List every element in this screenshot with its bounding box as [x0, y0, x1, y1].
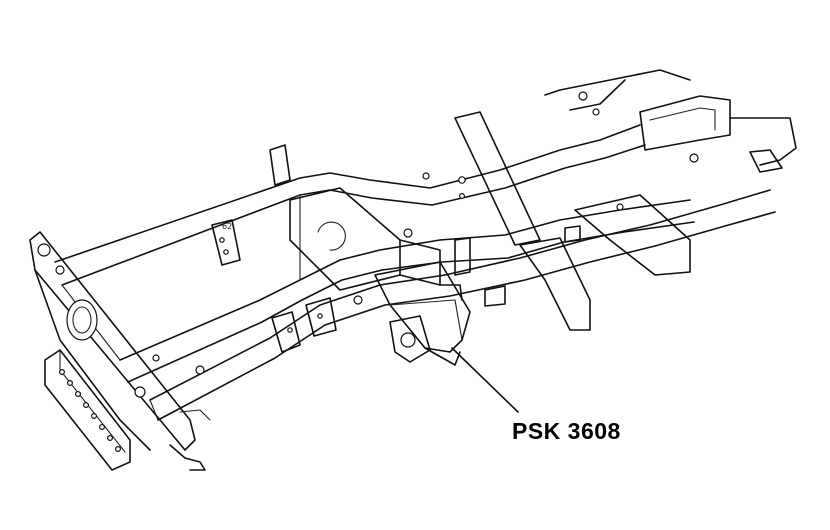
gearbox-mount-bracket	[374, 261, 471, 366]
callout-leader-line	[451, 347, 519, 413]
rear-cross-members	[544, 69, 797, 276]
spring-hangers	[211, 219, 363, 353]
outriggers	[269, 111, 591, 331]
frame-details	[152, 172, 624, 421]
part-number-label: PSK 3608	[512, 418, 621, 444]
hanger-mark-text: 62	[222, 222, 233, 231]
central-cross-member	[289, 187, 441, 291]
bumper-bracket	[44, 349, 131, 471]
left-main-rail	[54, 124, 695, 383]
front-cross-member	[29, 231, 206, 471]
